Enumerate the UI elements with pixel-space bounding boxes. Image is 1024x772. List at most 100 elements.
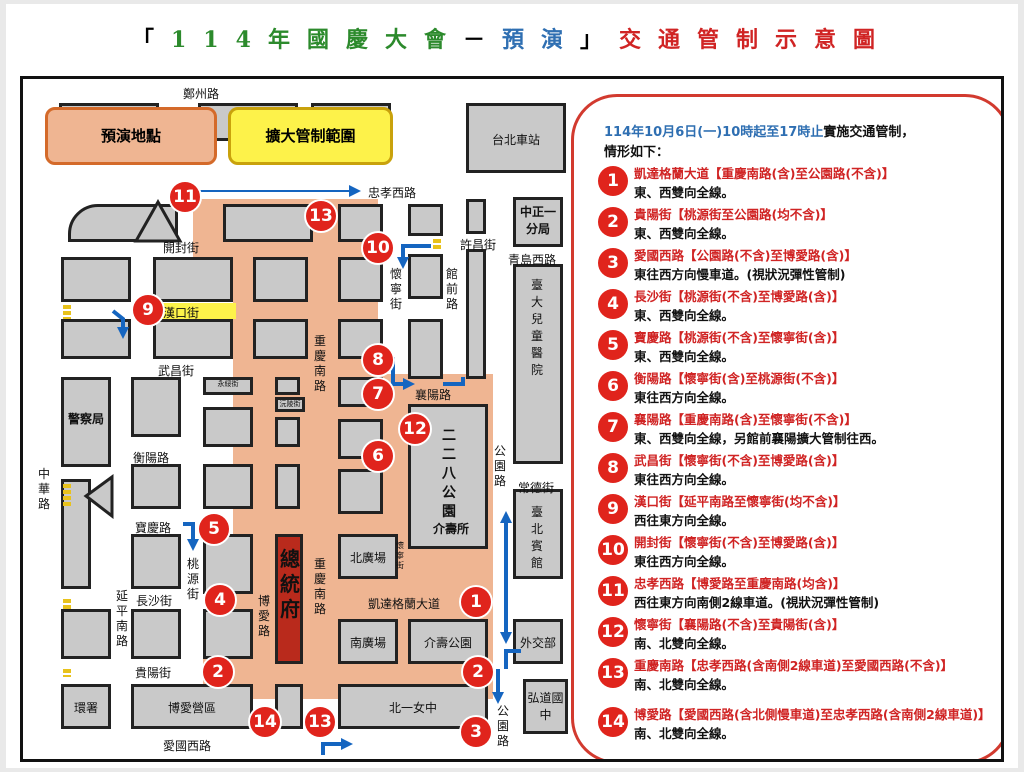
- item-desc: 南、北雙向全線。: [634, 726, 735, 741]
- marker-9: 9: [133, 295, 163, 325]
- block: [61, 319, 131, 359]
- marker-8: 8: [363, 345, 393, 375]
- item-desc: 東往西方向全線。: [634, 390, 735, 405]
- road-baoqing: 寶慶路: [135, 521, 172, 535]
- item-number: 3: [598, 248, 628, 278]
- block: [466, 199, 486, 234]
- block: [338, 257, 383, 302]
- mofa-label: 外交部: [519, 636, 556, 650]
- block: [275, 417, 300, 447]
- hospital-label: 臺大兒童醫院: [530, 278, 543, 377]
- block-hongdao: 弘道國中: [523, 679, 568, 734]
- block: [61, 609, 111, 659]
- item-desc: 東、西雙向全線。: [634, 226, 735, 241]
- marker-14: 14: [250, 707, 280, 737]
- item-desc: 東往西方向全線。: [634, 472, 735, 487]
- item-desc: 東、西雙向全線。: [634, 349, 735, 364]
- block: [253, 257, 308, 302]
- item-title: 衡陽路【懷寧街(含)至桃源街(不含)】: [634, 371, 845, 386]
- road-gongyuan: 公園路: [493, 444, 506, 488]
- block-north-plaza: 北廣場: [338, 534, 398, 579]
- presidential-office-label: 總統府: [280, 547, 300, 621]
- block: [466, 249, 486, 379]
- guesthouse-label: 臺北賓館: [530, 505, 543, 570]
- road-taoyuan: 桃源街: [186, 557, 199, 601]
- item-number: 13: [598, 658, 628, 688]
- block: [408, 204, 443, 236]
- triangle-block-north: [133, 199, 183, 243]
- road-xiangyang: 襄陽路: [415, 388, 452, 402]
- intro-rest: 實施交通管制，: [823, 125, 915, 140]
- hankou-street-highlight: [156, 303, 236, 319]
- item-desc: 南、北雙向全線。: [634, 677, 735, 692]
- marker-2-west: 2: [203, 657, 233, 687]
- block: [61, 257, 131, 302]
- title-dash: －: [462, 27, 502, 53]
- item-title: 愛國西路【公園路(不含)至博愛路(含)】: [634, 248, 857, 263]
- taipei-station-label: 台北車站: [491, 133, 540, 147]
- block-south-plaza: 南廣場: [338, 619, 398, 664]
- marker-13-south: 13: [305, 707, 335, 737]
- title-event: 年國慶大會: [267, 27, 463, 53]
- road-huaining-small: 懷寧街: [396, 541, 404, 570]
- block: [275, 684, 303, 729]
- marker-11: 11: [170, 182, 200, 212]
- road-wuchang: 武昌街: [158, 364, 195, 378]
- item-number: 6: [598, 371, 628, 401]
- south-plaza-label: 南廣場: [349, 636, 386, 650]
- control-item: 6 衡陽路【懷寧街(含)至桃源街(不含)】東往西方向全線。: [598, 369, 1001, 407]
- road-guanqian: 館前路: [445, 267, 458, 311]
- north-plaza-label: 北廣場: [349, 551, 386, 565]
- title-subject: 交通管制示意圖: [619, 27, 893, 53]
- road-changde: 常德街: [518, 481, 555, 495]
- barrier-dots: [63, 484, 71, 508]
- page: 「114年國慶大會－預演」交通管制示意圖 台北車站 中正一分局 臺大兒童醫院: [6, 4, 1018, 768]
- block: [203, 464, 253, 509]
- jieshou-park-label: 介壽公園: [423, 636, 472, 650]
- item-title: 重慶南路【忠孝西路(含南側2線車道)至愛國西路(不含)】: [634, 658, 954, 673]
- item-number: 12: [598, 617, 628, 647]
- road-hankou: 漢口街: [163, 306, 200, 320]
- beiyi-label: 北一女中: [388, 701, 437, 715]
- item-desc: 東、西雙向全線。: [634, 308, 735, 323]
- page-title: 「114年國慶大會－預演」交通管制示意圖: [6, 22, 1018, 54]
- panel-intro: 114年10月6日(一)10時起至17時止實施交通管制， 情形如下：: [604, 123, 994, 163]
- marker-5: 5: [199, 514, 229, 544]
- road-chongqing-s: 重慶南路: [313, 334, 326, 393]
- control-item: 13 重慶南路【忠孝西路(含南側2線車道)至愛國西路(不含)】南、北雙向全線。: [598, 656, 1001, 694]
- item-number: 5: [598, 330, 628, 360]
- road-zhongxiao-w: 忠孝西路: [368, 186, 417, 200]
- item-desc: 東往西方向全線。: [634, 554, 735, 569]
- item-title: 忠孝西路【博愛路至重慶南路(均含)】: [634, 576, 846, 591]
- barrier-dots: [433, 239, 441, 251]
- marker-4: 4: [205, 585, 235, 615]
- title-open-bracket: 「: [131, 27, 171, 53]
- road-gongyuan2: 公園路: [496, 704, 509, 748]
- marker-3: 3: [461, 717, 491, 747]
- block: [131, 377, 181, 437]
- block: [275, 377, 300, 395]
- barrier-dots: [63, 599, 71, 609]
- block: [338, 469, 383, 514]
- block: [203, 407, 253, 447]
- park-label: 二二八公園: [442, 428, 456, 520]
- item-number: 4: [598, 289, 628, 319]
- block: [338, 204, 383, 242]
- item-title: 博愛路【愛國西路(含北側慢車道)至忠孝西路(含南側2線車道)】: [634, 707, 991, 722]
- block: [153, 319, 233, 359]
- hongdao-label: 弘道國中: [527, 691, 564, 722]
- block: [275, 464, 300, 509]
- intro-date: 114年10月6日(一)10時起至17時止: [604, 125, 824, 140]
- road-yanping-s: 延平南路: [115, 589, 128, 648]
- item-title: 懷寧街【襄陽路(不含)至貴陽街(含)】: [634, 617, 845, 632]
- marker-2-east: 2: [463, 657, 493, 687]
- block: [408, 254, 443, 299]
